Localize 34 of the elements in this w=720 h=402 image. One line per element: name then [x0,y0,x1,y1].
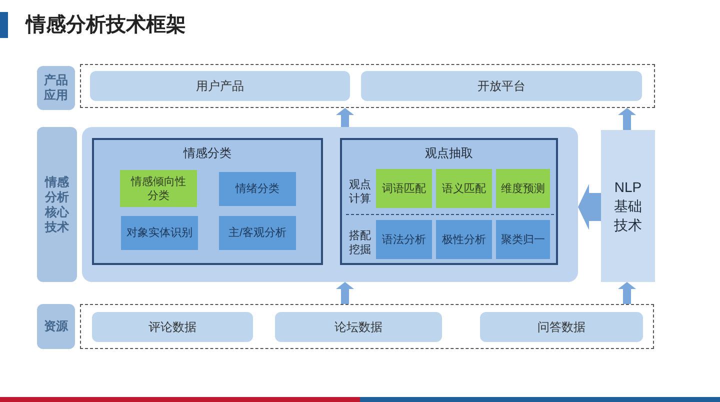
layer-label: 产品应用 [37,66,75,110]
dashed-frame [80,64,655,108]
panel [82,127,578,282]
title: 情感分析技术框架 [26,13,186,37]
item-box: 问答数据 [480,312,643,342]
module-box: 语法分析 [376,220,432,259]
layer-label: 情感分析核心技术 [37,127,77,282]
item-box: 论坛数据 [275,312,442,342]
module-box: 语义匹配 [436,169,492,208]
module-box: 主/客观分析 [219,216,296,250]
arrow [618,108,636,130]
side-box: NLP基础技术 [601,130,655,282]
item-box: 用户产品 [90,71,350,101]
module-box: 对象实体识别 [121,216,198,250]
layer-label: 资源 [37,304,75,349]
row-label: 观点计算 [348,178,372,206]
group-box [92,138,323,265]
item-box: 评论数据 [92,312,253,342]
module-box: 情感倾向性分类 [120,170,197,207]
group-box [340,138,558,265]
item-box: 开放平台 [361,71,642,101]
arrow [578,184,601,230]
group-title: 观点抽取 [424,146,474,161]
row-label: 搭配挖掘 [348,229,372,257]
arrow [336,282,354,304]
group-title: 情感分类 [182,146,232,161]
module-box: 情绪分类 [219,172,296,206]
dashed-frame [80,304,654,349]
module-box: 维度预测 [496,169,550,208]
module-box: 词语匹配 [376,169,432,208]
arrow [618,282,636,304]
module-box: 聚类归一 [496,220,550,259]
module-box: 极性分析 [436,220,492,259]
arrow [336,108,354,127]
